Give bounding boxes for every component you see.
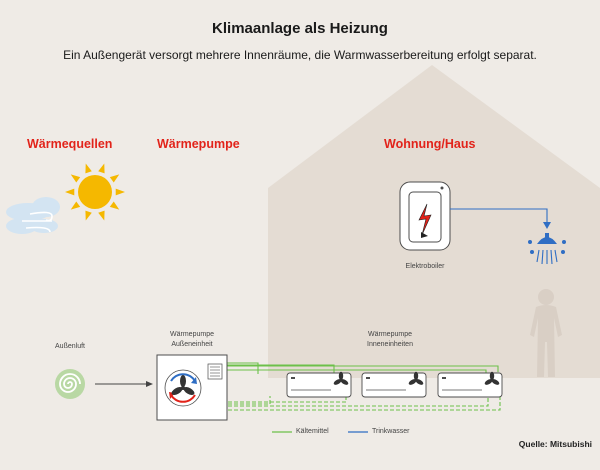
sun-ray <box>98 210 105 221</box>
sun-ray <box>65 188 75 196</box>
legend-water-label: Trinkwasser <box>372 428 410 435</box>
refrigerant-lines <box>205 362 501 411</box>
label-indoor-units: Wärmepumpe Inneneinheiten <box>345 330 435 350</box>
section-heat-sources: Wärmequellen <box>27 137 113 151</box>
label-outdoor-unit-line2: Außeneinheit <box>171 341 213 348</box>
label-outdoor-unit: Wärmepumpe Außeneinheit <box>152 330 232 350</box>
wind-cloud-icon <box>6 197 60 234</box>
sun-ray <box>85 210 92 221</box>
label-outdoor-unit-line1: Wärmepumpe <box>170 331 214 338</box>
section-home: Wohnung/Haus <box>384 137 476 151</box>
page-subtitle: Ein Außengerät versorgt mehrere Innenräu… <box>63 48 537 62</box>
indoor-fan-icon <box>408 371 424 385</box>
electric-boiler <box>399 181 451 251</box>
outdoor-fan-icon <box>171 375 195 395</box>
label-indoor-units-line2: Inneneinheiten <box>367 341 413 348</box>
person-silhouette <box>530 289 562 377</box>
sun-ray <box>70 201 81 210</box>
air-flow-arrow <box>95 381 153 387</box>
outdoor-unit <box>156 354 228 421</box>
legend-refrigerant-label: Kältemittel <box>296 428 329 435</box>
label-outside-air: Außenluft <box>55 343 85 350</box>
sun-icon <box>65 163 125 221</box>
shower-icon <box>528 233 566 265</box>
indoor-unit <box>361 371 427 398</box>
indoor-units <box>286 371 503 398</box>
sun-ray <box>109 174 120 183</box>
indoor-unit <box>286 371 352 398</box>
sun-ray <box>109 201 120 210</box>
page-title: Klimaanlage als Heizung <box>212 20 388 37</box>
outside-air-swirl-icon <box>55 369 85 399</box>
indoor-unit <box>437 371 503 398</box>
sun-ray <box>85 163 92 174</box>
indoor-fan-icon <box>484 371 500 385</box>
sun-ray <box>70 174 81 183</box>
sun-ray <box>115 188 125 196</box>
indoor-fan-icon <box>333 371 349 385</box>
source-credit: Quelle: Mitsubishi <box>518 439 592 449</box>
label-boiler: Elektroboiler <box>405 263 445 270</box>
drinking-water-line <box>450 208 551 229</box>
section-heat-pump: Wärmepumpe <box>157 137 240 151</box>
label-indoor-units-line1: Wärmepumpe <box>368 331 412 338</box>
sun-ray <box>98 163 105 174</box>
